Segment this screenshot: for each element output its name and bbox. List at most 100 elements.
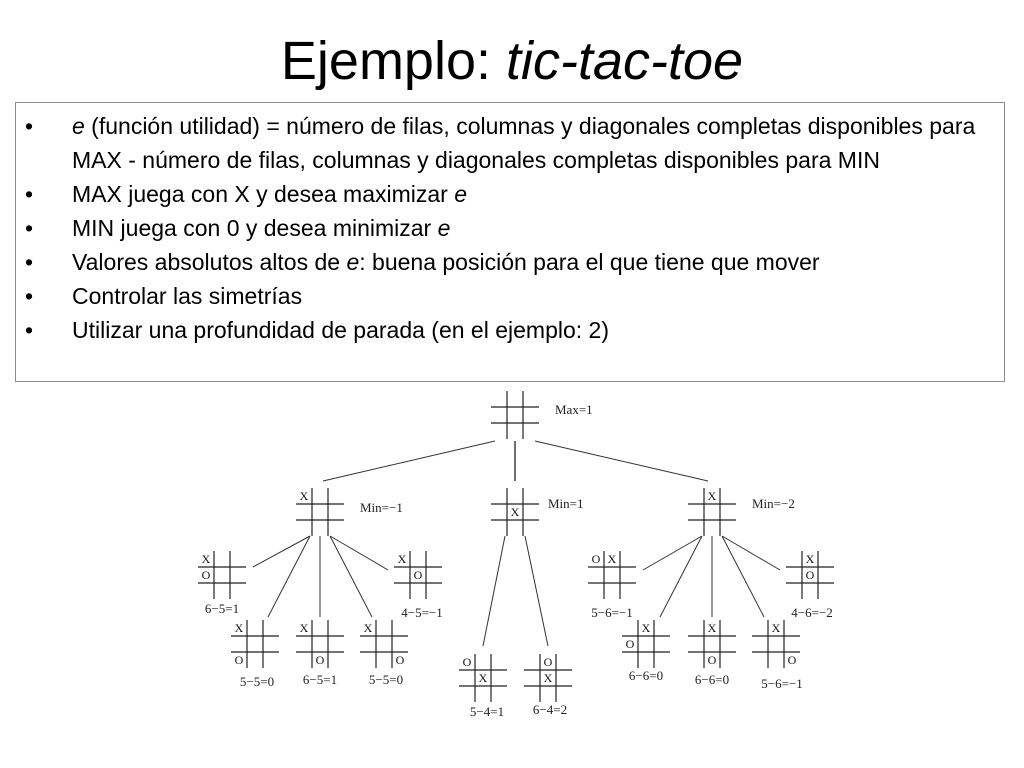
title-italic: tic-tac-toe (506, 31, 744, 91)
o-mark: O (626, 637, 635, 651)
level2-value-label: 4−6=−2 (791, 605, 833, 620)
level2-value-label: 5−6=−1 (591, 605, 633, 620)
x-mark: X (300, 621, 309, 635)
bullet-text: MAX juega con X y desea maximizar (72, 181, 455, 207)
tree-edge (524, 535, 549, 647)
x-mark: X (642, 621, 651, 635)
bullet-symbol: • (25, 113, 34, 139)
level1-value-label: Min=−2 (752, 496, 795, 511)
level2-value-label: 6−4=2 (533, 702, 567, 717)
level2-board: XO (786, 551, 834, 599)
tree-edge (267, 535, 311, 618)
x-mark: X (235, 621, 244, 635)
o-mark: O (463, 655, 472, 669)
o-mark: O (544, 655, 553, 669)
x-mark: X (806, 552, 815, 566)
bullet-text: Controlar las simetrías (72, 283, 303, 309)
bullet-symbol: • (25, 249, 34, 275)
bullet-symbol: • (25, 317, 34, 343)
level2-value-label: 6−6=0 (629, 668, 663, 683)
level2-board: XO (688, 620, 736, 668)
level1-board: X (296, 488, 344, 536)
bullet-em-suffix: e (346, 249, 360, 275)
tree-edge (252, 535, 311, 568)
x-mark: X (300, 489, 309, 503)
o-mark: O (235, 653, 244, 667)
x-mark: X (772, 621, 781, 635)
level2-value-label: 6−5=1 (205, 601, 239, 616)
level2-board: XO (296, 620, 344, 668)
bullet-item-symmetries: • Controlar las simetrías (16, 279, 996, 313)
level1-value-label: Min=1 (548, 496, 584, 511)
level1-value-label: Min=−1 (360, 500, 403, 515)
x-mark: X (479, 671, 488, 685)
level2-board: XO (360, 620, 408, 668)
level2-value-label: 4−5=−1 (401, 605, 443, 620)
bullet-item-min: • MIN juega con 0 y desea minimizar e (16, 211, 996, 245)
level2-value-label: 5−5=0 (240, 674, 274, 689)
bullet-symbol: • (25, 283, 34, 309)
bullet-em-suffix: e (454, 181, 468, 207)
tree-edge (482, 535, 506, 647)
tree-edge (721, 535, 781, 571)
o-mark: O (806, 568, 815, 582)
root-value-label: Max=1 (555, 402, 593, 417)
tree-edge (642, 535, 703, 571)
x-mark: X (511, 505, 520, 519)
bullet-symbol: • (25, 181, 34, 207)
level2-board: OX (459, 654, 507, 702)
level2-value-label: 5−6=−1 (761, 676, 803, 691)
level1-board: X (688, 488, 736, 536)
level1-board: X (491, 488, 539, 536)
title-main: Ejemplo: (280, 31, 507, 91)
x-mark: X (608, 552, 617, 566)
level2-board: XO (622, 620, 670, 668)
tree-edge (329, 535, 389, 571)
bullet-symbol: • (25, 215, 34, 241)
x-mark: X (202, 552, 211, 566)
tree-edge (329, 535, 373, 618)
x-mark: X (364, 621, 373, 635)
bullet-text: MIN juega con 0 y desea minimizar (72, 215, 438, 241)
level2-board: XO (394, 551, 442, 599)
bullet-text: Valores absolutos altos de (72, 249, 347, 275)
root-board (491, 391, 539, 439)
bullet-text: Utilizar una profundidad de parada (en e… (72, 317, 609, 343)
x-mark: X (544, 671, 553, 685)
o-mark: O (202, 568, 211, 582)
level2-board: OX (524, 654, 572, 702)
level2-value-label: 5−4=1 (470, 704, 504, 719)
bullet-box: • e (función utilidad) = número de filas,… (15, 102, 1005, 382)
bullet-item-utility: • e (función utilidad) = número de filas,… (16, 109, 996, 177)
tree-edge (322, 440, 496, 482)
x-mark: X (708, 489, 717, 503)
bullet-text: (función utilidad) = número de filas, co… (72, 113, 976, 173)
x-mark: X (398, 552, 407, 566)
o-mark: O (414, 568, 423, 582)
tree-edge (659, 535, 703, 618)
level2-board: XO (231, 620, 279, 668)
x-mark: X (708, 621, 717, 635)
bullet-em-suffix: e (437, 215, 451, 241)
o-mark: O (788, 653, 797, 667)
bullet-after: : buena posición para el que tiene que m… (359, 249, 820, 275)
level2-value-label: 5−5=0 (369, 672, 403, 687)
bullet-item-absolute-values: • Valores absolutos altos de e: buena pos… (16, 245, 996, 279)
o-mark: O (592, 552, 601, 566)
level2-value-label: 6−5=1 (303, 672, 337, 687)
level2-board: XO (752, 620, 800, 668)
level2-board: XO (198, 551, 246, 599)
tree-edge (721, 535, 765, 618)
bullet-item-max: • MAX juega con X y desea maximizar e (16, 177, 996, 211)
level2-value-label: 6−6=0 (695, 672, 729, 687)
bullet-em-prefix: e (72, 113, 85, 139)
bullet-item-depth: • Utilizar una profundidad de parada (en … (16, 313, 996, 347)
o-mark: O (316, 653, 325, 667)
tree-edge (534, 440, 709, 482)
o-mark: O (708, 653, 717, 667)
bullet-list: • e (función utilidad) = número de filas,… (16, 103, 1004, 347)
slide-title: Ejemplo: tic-tac-toe (0, 26, 1024, 96)
o-mark: O (396, 653, 405, 667)
